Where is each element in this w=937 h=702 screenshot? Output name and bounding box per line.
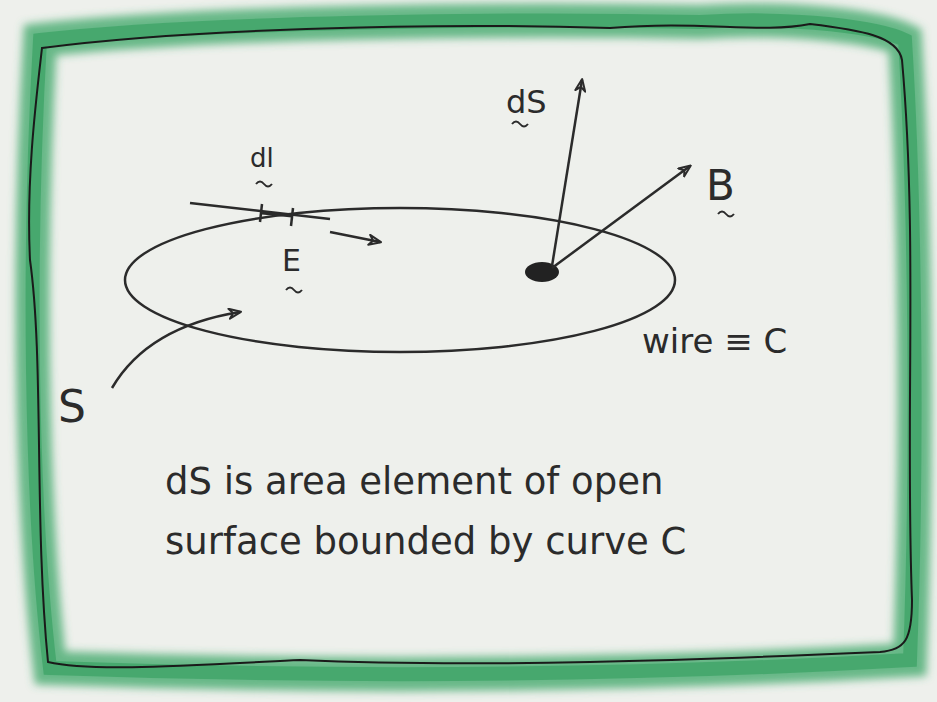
- note-text: dS is area element of open surface bound…: [165, 452, 805, 572]
- green-frame: [33, 20, 915, 674]
- vector-label: E: [282, 244, 301, 279]
- wire-loop: [125, 208, 675, 352]
- ds-arrow: [552, 80, 582, 266]
- wire-label: wire ≡ C: [642, 322, 787, 361]
- e-arrow: [330, 232, 380, 242]
- frame-line: [29, 24, 912, 667]
- dl-segment: [262, 213, 292, 216]
- s-arrow: [112, 312, 240, 388]
- green-frame-core: [33, 20, 915, 674]
- vector-tilde: [512, 122, 528, 127]
- vector-label: B: [706, 162, 735, 210]
- surface-label: S: [58, 382, 86, 433]
- vector-tilde: [286, 288, 302, 293]
- vector-label: dl: [250, 144, 274, 174]
- vector-tilde: [256, 182, 272, 187]
- vector-tilde: [718, 212, 734, 217]
- dl-tick: [260, 204, 262, 222]
- point: [525, 262, 559, 282]
- b-arrow: [552, 166, 690, 268]
- vector-label: dS: [506, 84, 547, 121]
